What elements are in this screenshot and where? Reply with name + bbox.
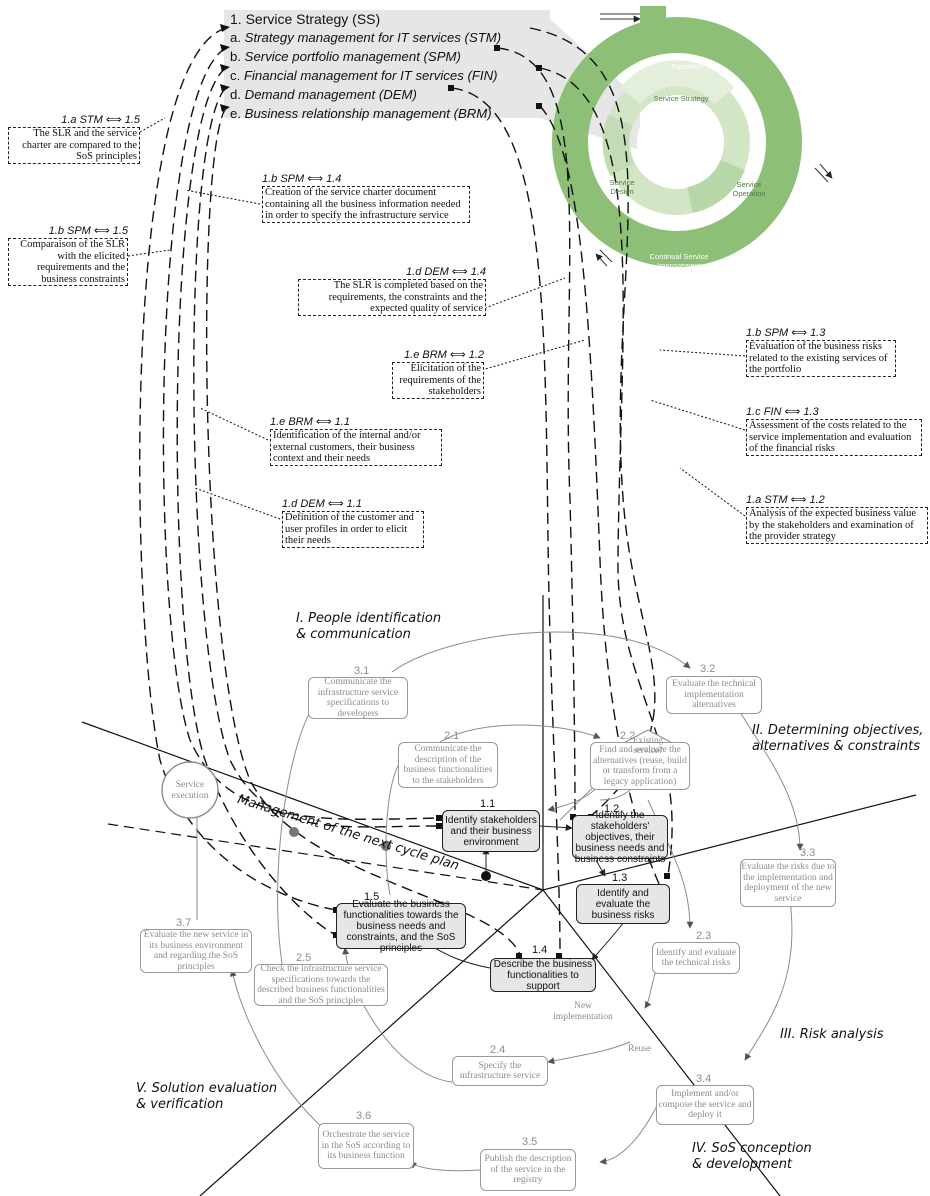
step-2-2-number: 2.2 (620, 730, 636, 742)
step-1-5[interactable]: Evaluate the business functionalities to… (336, 899, 466, 954)
service-execution-circle (161, 761, 219, 819)
mapping-1d-11: 1.d DEM ⟺ 1.1 Definition of the customer… (282, 498, 424, 548)
itil-label-strategy: Service Strategy (653, 94, 709, 103)
step-3-7[interactable]: Evaluate the new service in its business… (140, 929, 252, 973)
spiral-marker (289, 827, 299, 837)
step-2-1-number: 2.1 (444, 730, 460, 742)
phase-2-label: II. Determining objectives, alternatives… (752, 723, 924, 754)
step-1-3-number: 1.3 (612, 872, 628, 884)
step-1-2[interactable]: Identify the stakeholders' objectives, t… (572, 810, 668, 865)
step-2-2[interactable]: Find and evaluate the alternatives (reus… (590, 742, 690, 790)
phase-1-label: I. People identification & communication (296, 611, 442, 642)
step-2-3-number: 2.3 (696, 930, 712, 942)
step-2-4-number: 2.4 (490, 1044, 506, 1056)
step-2-4[interactable]: Specify the infrastructure service (452, 1056, 548, 1086)
step-3-5[interactable]: Publish the description of the service i… (480, 1149, 576, 1191)
ss-item-dem: d. Demand management (DEM) (230, 87, 417, 102)
step-1-5-number: 1.5 (364, 891, 380, 903)
mapping-1b-13: 1.b SPM ⟺ 1.3 Evaluation of the business… (746, 327, 896, 377)
service-execution-label: Service execution (171, 780, 209, 801)
decision-label: Existing service? (632, 735, 663, 755)
mapping-leaders (127, 117, 746, 520)
itil-links (139, 27, 673, 956)
step-3-4[interactable]: Implement and/or compose the service and… (656, 1085, 754, 1125)
step-1-1-number: 1.1 (480, 798, 496, 810)
mapping-1e-11: 1.e BRM ⟺ 1.1 Identification of the inte… (270, 416, 442, 466)
step-3-5-number: 3.5 (522, 1136, 538, 1148)
mapping-1e-12: 1.e BRM ⟺ 1.2 Elicitation of the require… (392, 349, 484, 399)
spiral-arrows (196, 631, 804, 1172)
step-2-3[interactable]: Identify and evaluate the technical risk… (652, 942, 740, 974)
ss-item-brm: e. Business relationship management (BRM… (230, 106, 492, 121)
step-1-4[interactable]: Describe the business functionalities to… (490, 958, 596, 992)
itil-label-improvement: Continual Service Improvement (649, 252, 709, 270)
step-1-4-number: 1.4 (532, 944, 548, 956)
spiral-marker (381, 841, 391, 851)
step-3-2-number: 3.2 (700, 663, 716, 675)
decision-reuse-label: Reuse (628, 1044, 652, 1054)
itil-label-design: Service Design (609, 178, 635, 196)
link-arrowheads (220, 24, 230, 112)
step-3-2[interactable]: Evaluate the technical implementation al… (666, 676, 762, 714)
phase-5-label: V. Solution evaluation & verification (136, 1081, 278, 1112)
mapping-1c-13: 1.c FIN ⟺ 1.3 Assessment of the costs re… (746, 406, 922, 456)
phase-4-label: IV. SoS conception & development (692, 1141, 812, 1172)
itil-label-operation: Service Operation (732, 180, 766, 198)
step-1-3[interactable]: Identify and evaluate the business risks (576, 884, 670, 924)
step-2-5-number: 2.5 (296, 952, 312, 964)
decision-new-label: New implementation (553, 1001, 613, 1022)
step-3-1-number: 3.1 (354, 665, 370, 677)
step-1-2-number: 1.2 (604, 803, 620, 815)
phase-3-label: III. Risk analysis (780, 1027, 884, 1042)
step-3-1[interactable]: Communicate the infrastructure service s… (308, 677, 408, 719)
step-3-6-number: 3.6 (356, 1110, 372, 1122)
ss-item-fin: c. Financial management for IT services … (230, 68, 498, 83)
itil-wheel (552, 6, 832, 267)
mapping-1b-14: 1.b SPM ⟺ 1.4 Creation of the service ch… (262, 173, 470, 223)
ss-item-spm: b. Service portfolio management (SPM) (230, 49, 461, 64)
step-2-5[interactable]: Check the infrastructure service specifi… (254, 964, 388, 1006)
service-strategy-title: 1. Service Strategy (SS) (230, 11, 381, 27)
mapping-1b-15: 1.b SPM ⟺ 1.5 Comparaison of the SLR wit… (8, 225, 128, 287)
mapping-1a-12: 1.a STM ⟺ 1.2 Analysis of the expected b… (746, 494, 928, 544)
step-3-3-number: 3.3 (800, 847, 816, 859)
step-3-3[interactable]: Evaluate the risks due to the implementa… (740, 859, 836, 907)
step-3-7-number: 3.7 (176, 917, 192, 929)
ss-item-stm: a. Strategy management for IT services (… (230, 30, 502, 45)
step-1-1[interactable]: Identify stakeholders and their business… (442, 810, 540, 852)
cycle-origin-dot (481, 871, 491, 881)
step-3-4-number: 3.4 (696, 1073, 712, 1085)
service-strategy-list: 1. Service Strategy (SS) a. Strategy man… (230, 10, 501, 123)
mapping-1a-15: 1.a STM ⟺ 1.5 The SLR and the service ch… (8, 114, 140, 164)
itil-label-transition: Service Transition (670, 53, 704, 71)
next-cycle-label: Management of the next cycle plan (235, 792, 461, 874)
step-3-6[interactable]: Orchestrate the service in the SoS accor… (318, 1123, 414, 1169)
mapping-1d-14: 1.d DEM ⟺ 1.4 The SLR is completed based… (298, 266, 486, 316)
service-strategy-panel (224, 10, 550, 118)
step-2-1[interactable]: Communicate the description of the busin… (398, 742, 498, 788)
